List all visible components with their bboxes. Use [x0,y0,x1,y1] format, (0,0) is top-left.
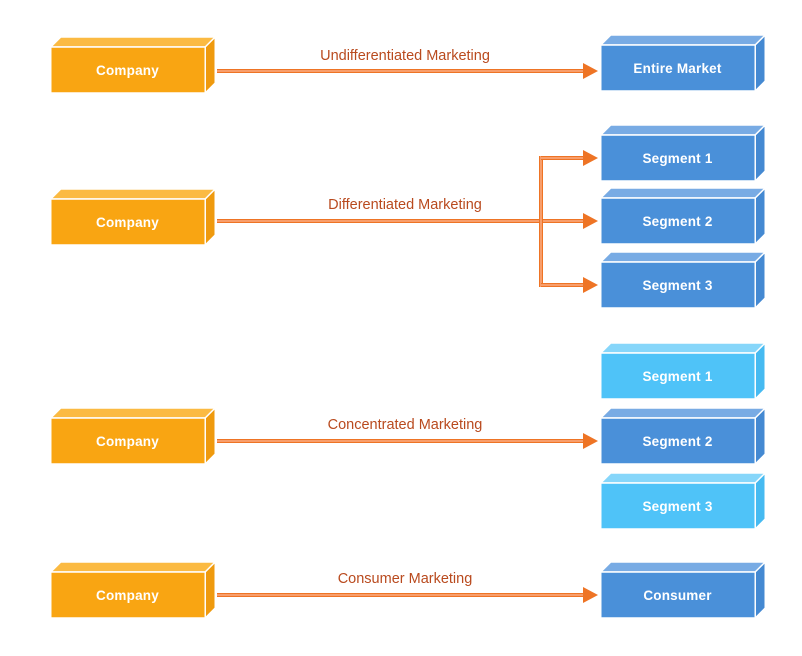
arrow-head [583,63,598,79]
arrow-line [217,439,583,443]
box-front-face [600,571,756,619]
branch-vertical-line [539,156,543,287]
box-front-face [600,482,756,530]
consumer-label: Consumer [643,587,712,603]
segment-1-label: Segment 1 [642,150,713,166]
box-side-face [204,188,216,246]
box-side-face [754,407,766,465]
box-front-face [600,197,756,245]
box-top-face [600,561,766,573]
box-top-face [600,251,766,263]
company-box-consumer: Company [50,561,216,619]
company-label: Company [96,214,159,230]
box-front-face [600,352,756,400]
branch-line [541,156,583,160]
arrow-head [583,213,598,229]
arrow-line [217,219,583,223]
box-front-face [600,134,756,182]
box-side-face [204,36,216,94]
segment-2-box-targeted: Segment 2 [600,407,766,465]
arrow-head [583,150,598,166]
company-box-undifferentiated: Company [50,36,216,94]
box-top-face [50,188,216,200]
box-top-face [50,561,216,573]
segment-2-box: Segment 2 [600,187,766,245]
box-side-face [754,561,766,619]
consumer-box: Consumer [600,561,766,619]
box-side-face [754,187,766,245]
box-side-face [754,124,766,182]
company-label: Company [96,433,159,449]
arrow-line [217,69,583,73]
box-front-face [600,417,756,465]
box-side-face [754,34,766,92]
box-side-face [754,342,766,400]
company-box-differentiated: Company [50,188,216,246]
box-side-face [204,407,216,465]
box-front-face [50,571,206,619]
segment-3-label: Segment 3 [642,498,713,514]
segment-2-label: Segment 2 [642,213,713,229]
box-side-face [754,472,766,530]
arrow-label-consumer: Consumer Marketing [337,571,473,587]
segment-1-box: Segment 1 [600,124,766,182]
box-front-face [50,417,206,465]
company-label: Company [96,587,159,603]
arrow-head [583,433,598,449]
box-top-face [50,36,216,48]
box-front-face [50,46,206,94]
box-front-face [600,261,756,309]
segment-1-label: Segment 1 [642,368,713,384]
box-side-face [204,561,216,619]
box-top-face [600,472,766,484]
segment-3-box: Segment 3 [600,251,766,309]
box-front-face [50,198,206,246]
arrow-label-differentiated: Differentiated Marketing [328,197,482,213]
box-side-face [754,251,766,309]
box-top-face [600,34,766,46]
arrow-line [217,593,583,597]
segment-3-box-untargeted: Segment 3 [600,472,766,530]
arrow-head [583,277,598,293]
segment-1-box-untargeted: Segment 1 [600,342,766,400]
segment-3-label: Segment 3 [642,277,713,293]
entire-market-box: Entire Market [600,34,766,92]
box-top-face [600,407,766,419]
branch-line [541,283,583,287]
box-top-face [600,187,766,199]
box-front-face [600,44,756,92]
box-top-face [600,124,766,136]
box-top-face [600,342,766,354]
company-label: Company [96,62,159,78]
arrow-label-undifferentiated: Undifferentiated Marketing [320,48,490,64]
box-top-face [50,407,216,419]
arrow-label-concentrated: Concentrated Marketing [327,417,483,433]
segment-2-label: Segment 2 [642,433,713,449]
entire-market-label: Entire Market [633,60,722,76]
arrow-head [583,587,598,603]
company-box-concentrated: Company [50,407,216,465]
